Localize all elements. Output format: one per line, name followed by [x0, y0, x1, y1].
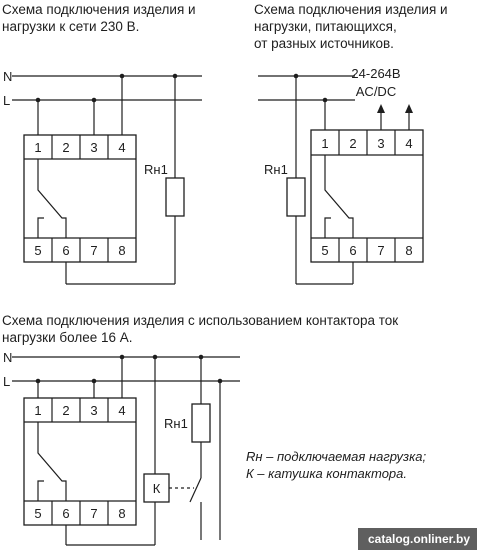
diagram-3-terminal-8: 8	[118, 506, 125, 521]
diagram-3-contactor-coil	[143, 473, 170, 503]
diagram-1-load-label: Rн1	[144, 162, 168, 177]
diagram-1-terminal-4: 4	[118, 140, 125, 155]
diagram-2-supply-voltage: 24-264В	[351, 66, 400, 81]
diagram-3-terminal-4: 4	[118, 403, 125, 418]
diagram-3-load-resistor	[191, 403, 211, 443]
diagram-3-caption-line-1: Схема подключения изделия с использовани…	[2, 313, 398, 328]
diagram-1-terminal-8: 8	[118, 243, 125, 258]
diagram-1-relay-contact-fixed	[37, 217, 44, 238]
watermark: catalog.onliner.by	[358, 528, 477, 550]
diagram-2-junction	[293, 73, 299, 79]
diagram-3-line-label: L	[3, 374, 10, 389]
diagram-2-terminal-4: 4	[405, 136, 412, 151]
diagram-3-junction	[152, 354, 158, 360]
diagram-2-caption-line-3: от разных источников.	[254, 36, 394, 51]
diagram-3-junction	[217, 378, 223, 384]
diagram-1-caption-line-2: нагрузки к сети 230 В.	[2, 19, 139, 34]
diagram-3-terminal-2: 2	[62, 403, 69, 418]
diagram-2-relay-contact-fixed	[324, 217, 331, 238]
diagram-1-junction	[91, 97, 97, 103]
diagram-2: Схема подключения изделия и нагрузки, пи…	[254, 2, 448, 285]
diagram-1-terminal-3: 3	[90, 140, 97, 155]
diagram-2-junction	[322, 97, 328, 103]
watermark-text: catalog.onliner.by	[368, 532, 470, 546]
diagram-1-terminal-7: 7	[90, 243, 97, 258]
diagram-3-terminal-5: 5	[34, 506, 41, 521]
diagram-2-terminal-2: 2	[349, 136, 356, 151]
diagram-1-neutral-label: N	[3, 69, 12, 84]
watermark-background	[358, 528, 477, 550]
diagram-2-terminal-1: 1	[321, 136, 328, 151]
diagram-3-legend-line-1: Rн – подключаемая нагрузка;	[246, 449, 426, 464]
diagram-2-supply-arrow-4-icon	[405, 104, 413, 113]
diagram-3-legend-line-2: К – катушка контактора.	[246, 466, 407, 481]
diagram-1-terminal-6: 6	[62, 243, 69, 258]
diagram-1-load-resistor	[165, 177, 185, 217]
diagram-3-junction	[35, 378, 41, 384]
diagram-1-relay-contact-moving	[37, 159, 67, 238]
diagram-1-caption-line-1: Схема подключения изделия и	[2, 2, 196, 17]
diagram-2-terminal-3: 3	[377, 136, 384, 151]
diagram-3-terminal-6: 6	[62, 506, 69, 521]
diagram-2-load-label: Rн1	[264, 162, 288, 177]
diagram-1-junction	[35, 97, 41, 103]
diagram-2-caption-line-1: Схема подключения изделия и	[254, 2, 448, 17]
diagram-2-terminal-8: 8	[405, 243, 412, 258]
diagram-2-terminal-6: 6	[349, 243, 356, 258]
diagram-1-terminal-2: 2	[62, 140, 69, 155]
diagram-3-relay-contact-moving	[37, 422, 67, 501]
diagram-3-contactor-contact	[189, 477, 202, 503]
diagram-2-relay-contact-moving	[324, 155, 354, 238]
diagram-3-terminal-3: 3	[90, 403, 97, 418]
diagram-3-neutral-label: N	[3, 350, 12, 365]
diagram-2-caption-line-2: нагрузки, питающихся,	[254, 19, 397, 34]
diagram-1-terminal-1: 1	[34, 140, 41, 155]
diagram-3-junction	[198, 354, 204, 360]
diagram-3-terminal-1: 1	[34, 403, 41, 418]
diagram-3-relay-contact-fixed	[37, 480, 44, 501]
diagram-3: Схема подключения изделия с использовани…	[2, 313, 426, 546]
diagram-3-junction	[91, 378, 97, 384]
diagram-1: Схема подключения изделия и нагрузки к с…	[2, 2, 202, 285]
diagram-3-load-label: Rн1	[164, 416, 188, 431]
diagram-3-caption-line-2: нагрузки более 16 А.	[2, 330, 133, 345]
diagram-1-line-label: L	[3, 93, 10, 108]
diagram-3-terminal-7: 7	[90, 506, 97, 521]
diagram-1-junction	[119, 73, 125, 79]
diagram-2-terminal-5: 5	[321, 243, 328, 258]
diagram-3-junction	[119, 354, 125, 360]
diagram-1-terminal-5: 5	[34, 243, 41, 258]
diagram-2-load-resistor	[286, 177, 306, 217]
diagram-1-junction	[172, 73, 178, 79]
diagram-2-supply-arrow-3-icon	[377, 104, 385, 113]
diagram-3-coil-label: К	[153, 481, 161, 496]
diagram-2-terminal-7: 7	[377, 243, 384, 258]
diagram-2-supply-type: AC/DC	[356, 84, 396, 99]
